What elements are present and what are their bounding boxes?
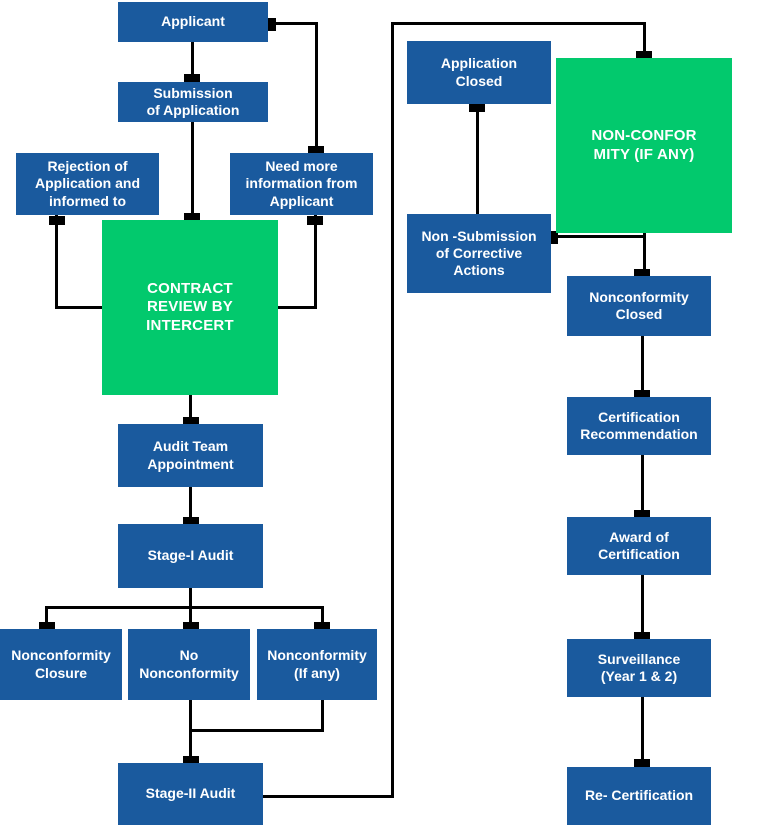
connector-line [643,233,646,276]
connector-line [321,700,324,732]
connector-line [45,606,48,629]
connector-line [643,22,646,58]
node-nonconformity-closure: Nonconformity Closure [0,629,122,700]
connector-line [321,606,324,629]
connector-line [391,22,645,25]
connector-line [55,215,58,309]
connector-line [191,42,194,82]
connector-tick [49,216,65,225]
node-re-certification: Re- Certification [567,767,711,825]
connector-line [189,395,192,424]
connector-line [641,697,644,767]
connector-tick [636,51,652,59]
connector-line [189,487,192,524]
connector-tick [39,622,55,630]
connector-line [278,306,317,309]
connector-tick [267,18,276,31]
connector-line [315,22,318,153]
connector-line [45,606,324,609]
connector-tick [634,269,650,277]
node-non-submission-corrective-actions: Non -Submission of Corrective Actions [407,214,551,293]
connector-tick [308,146,324,154]
connector-line [391,22,394,798]
node-submission-of-application: Submission of Application [118,82,268,122]
connector-line [189,606,192,629]
node-nonconformity-if-any: Nonconformity (If any) [257,629,377,700]
connector-tick [184,74,200,82]
connector-tick [634,759,650,767]
connector-line [55,306,102,309]
node-stage-1-audit: Stage-I Audit [118,524,263,588]
node-surveillance-year-1-2: Surveillance (Year 1 & 2) [567,639,711,697]
node-need-more-information: Need more information from Applicant [230,153,373,215]
connector-tick [183,622,199,630]
connector-tick [634,390,650,398]
connector-line [314,215,317,309]
connector-line [191,122,194,220]
connector-tick [314,622,330,630]
node-applicant: Applicant [118,2,268,42]
connector-line [641,455,644,517]
connector-line [189,588,192,609]
connector-tick [183,417,199,425]
connector-line [641,336,644,397]
node-rejection-of-application: Rejection of Application and informed to [16,153,159,215]
node-award-of-certification: Award of Certification [567,517,711,575]
connector-tick [634,510,650,518]
node-no-nonconformity: No Nonconformity [128,629,250,700]
connector-line [189,729,324,732]
connector-tick [634,632,650,640]
connector-line [476,104,479,214]
node-audit-team-appointment: Audit Team Appointment [118,424,263,487]
connector-tick [184,213,200,221]
node-application-closed: Application Closed [407,41,551,104]
connector-tick [549,231,558,244]
node-contract-review-by-intercert: CONTRACT REVIEW BY INTERCERT [102,220,278,395]
connector-tick [183,517,199,525]
node-nonconformity-closed: Nonconformity Closed [567,276,711,336]
connector-line [641,575,644,639]
node-non-conformity-if-any-green: NON-CONFOR MITY (IF ANY) [556,58,732,233]
connector-line [270,22,318,25]
connector-line [553,235,645,238]
connector-tick [469,103,485,112]
connector-line [263,795,393,798]
connector-tick [307,216,323,225]
node-stage-2-audit: Stage-II Audit [118,763,263,825]
node-certification-recommendation: Certification Recommendation [567,397,711,455]
connector-tick [183,756,199,764]
